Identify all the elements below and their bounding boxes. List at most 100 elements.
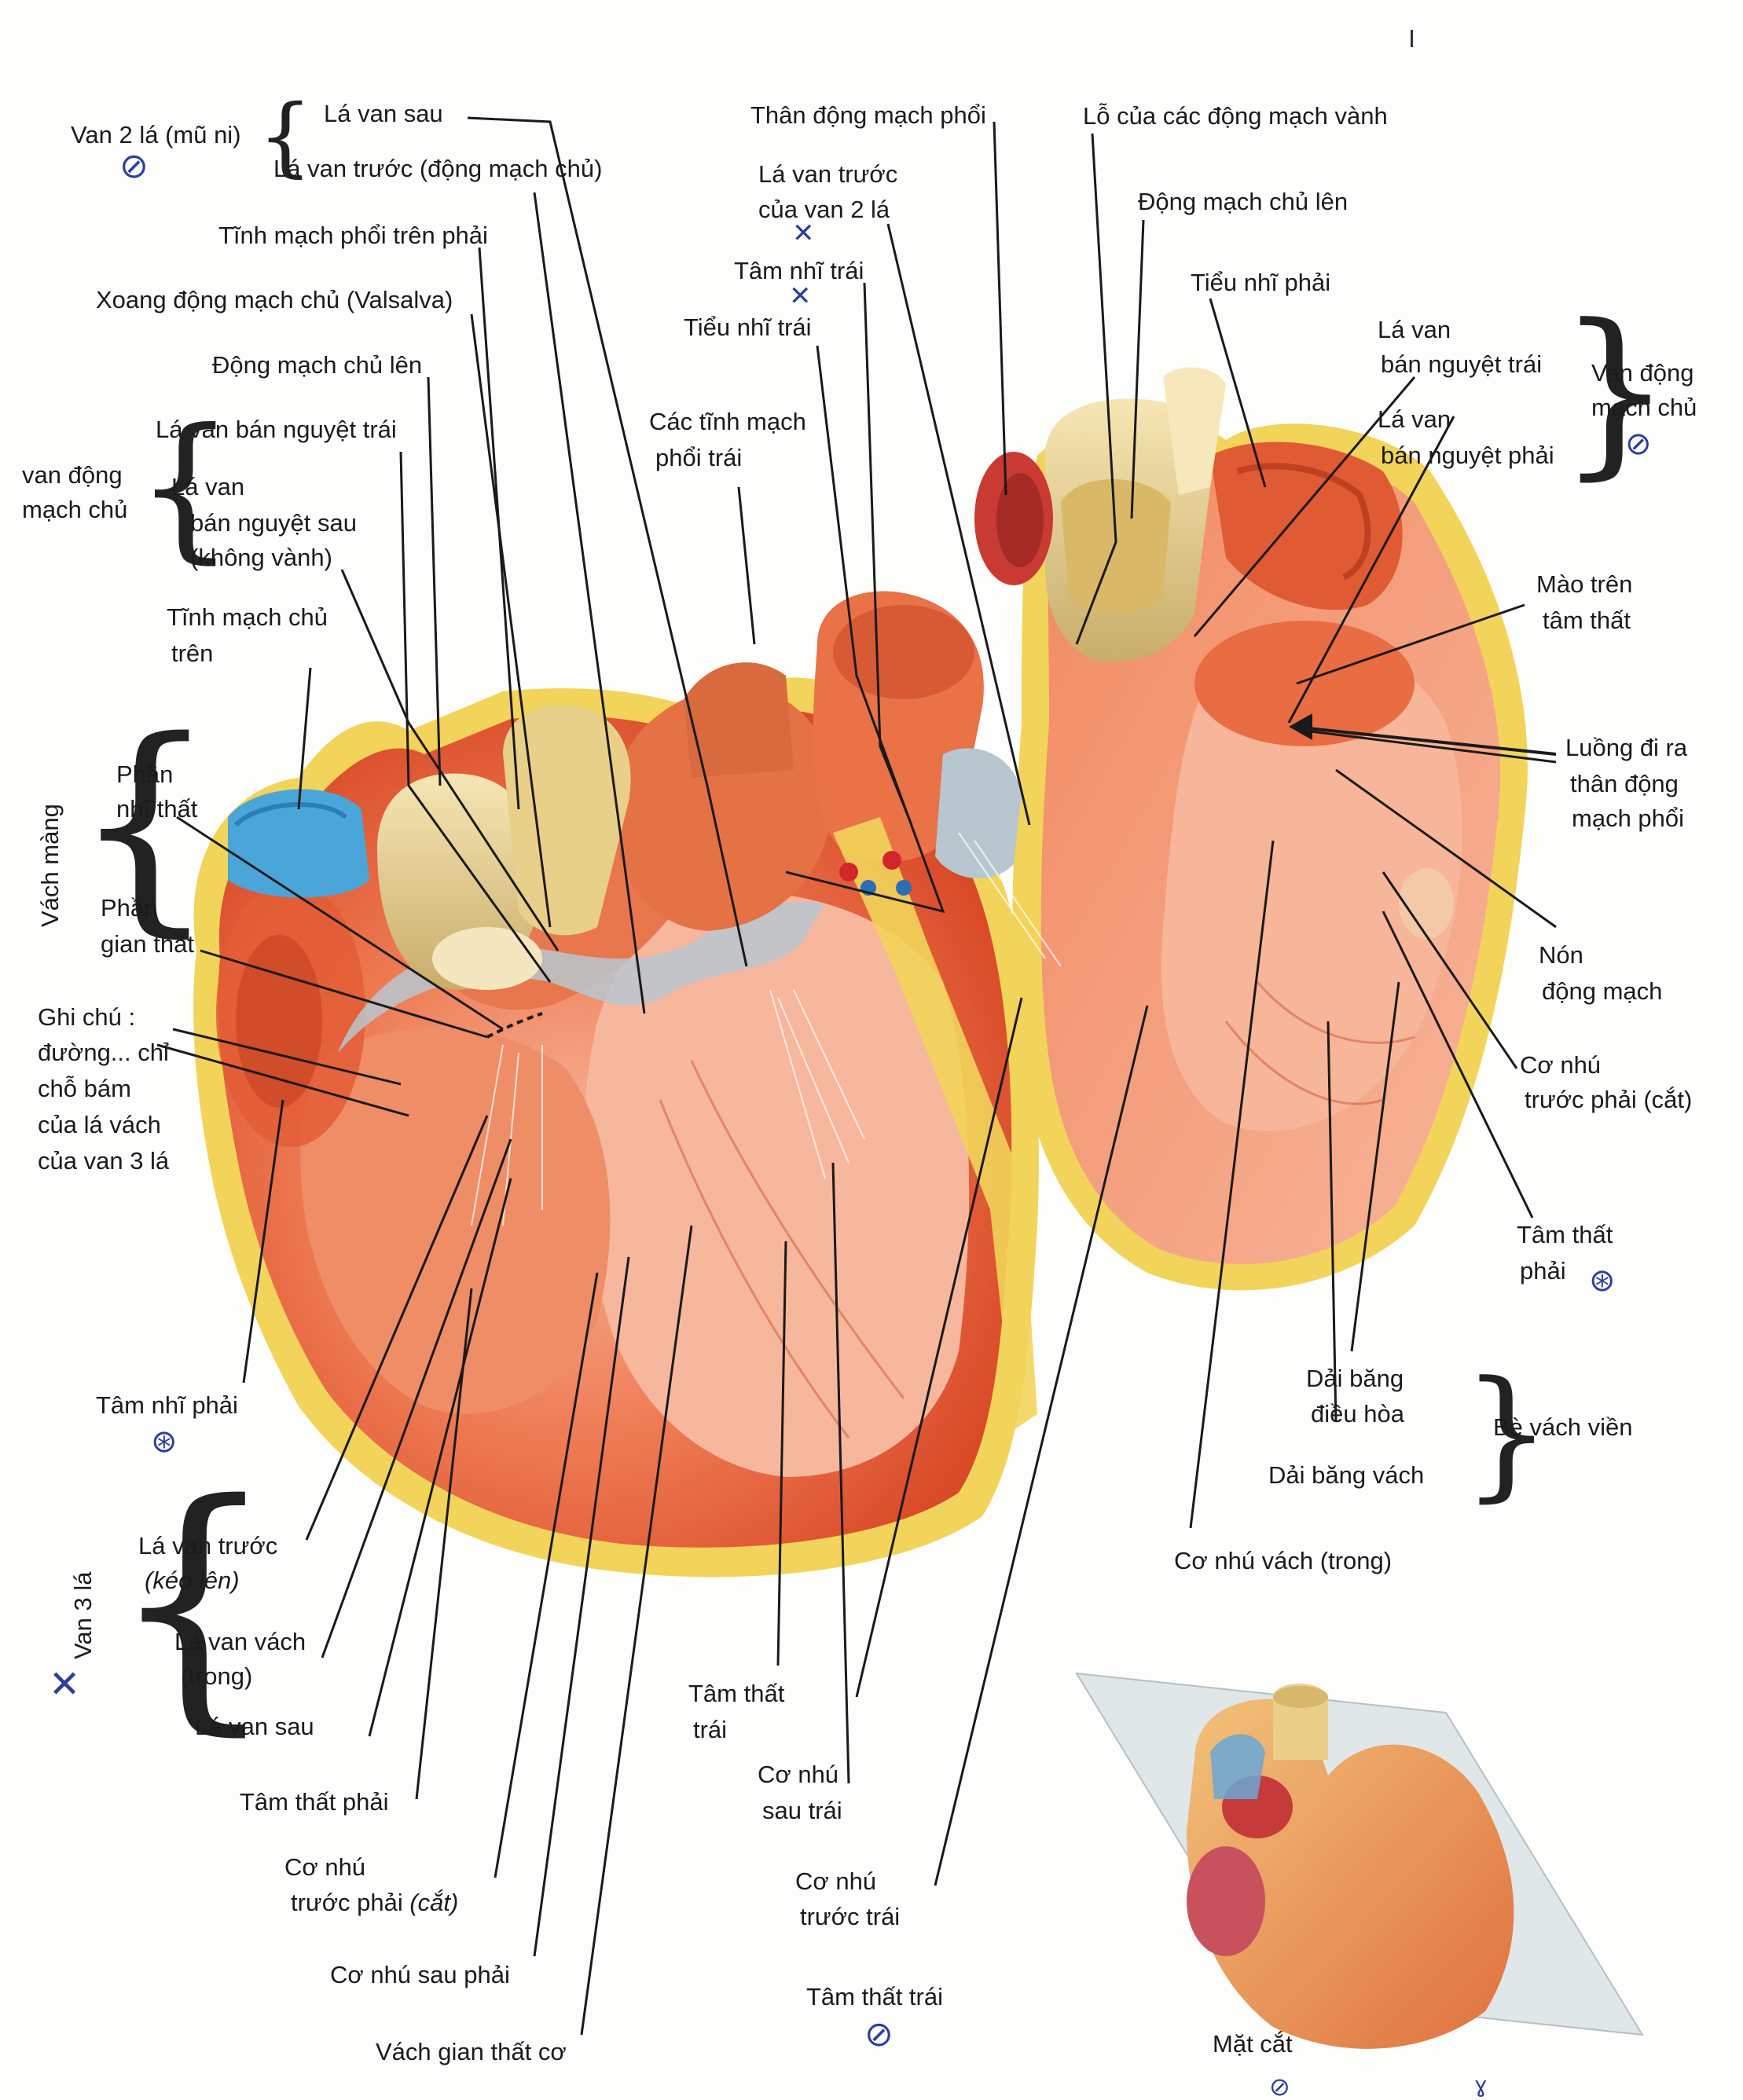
label-co-nhu-truoc-phai-2: trước phải (cắt) [291, 1889, 459, 1916]
label-tieu-nhi-phai: Tiểu nhĩ phải [1191, 269, 1331, 296]
label-phan-nhi-that-1: Phần [116, 760, 174, 788]
label-la-van-bn-phai-1: Lá van [1378, 405, 1451, 433]
label-dai-bang-dieu-hoa-1: Dải băng [1306, 1365, 1404, 1392]
section-inset [1075, 1672, 1644, 2049]
label-tam-that-trai-mid-2: trái [693, 1716, 728, 1743]
label-la-van-bn-trai-r-1: Lá van [1378, 316, 1451, 343]
pen-mark-circle-slash-icon: ⊘ [119, 146, 149, 186]
label-ghi-chu-3: chỗ bám [38, 1075, 131, 1102]
label-ghi-chu-2: đường... chỉ [38, 1039, 169, 1066]
label-co-nhu-tp-r-2: trước phải (cắt) [1525, 1086, 1693, 1113]
label-tinh-mach-phoi-tren-phai: Tĩnh mạch phổi trên phải [218, 222, 488, 249]
page-mark [1411, 30, 1413, 47]
label-non-dm-1: Nón [1539, 941, 1583, 969]
label-keo-len: (kéo lên) [145, 1567, 240, 1594]
label-tam-that-trai-mid-1: Tâm thất [688, 1680, 785, 1707]
label-co-nhu-sau-phai: Cơ nhú sau phải [330, 1961, 510, 1988]
label-la-van-bn-sau-2: bán nguyệt sau [190, 509, 358, 537]
label-la-van-truoc-van2-2: của van 2 lá [758, 196, 890, 223]
outflow-arrow-line [1292, 725, 1557, 756]
label-lo-dm-vanh: Lỗ của các động mạch vành [1083, 102, 1388, 130]
label-ghi-chu-1: Ghi chú : [38, 1003, 136, 1031]
label-co-nhu-truoc-phai-1: Cơ nhú [284, 1853, 366, 1881]
label-tam-that-phai-right-2: phải [1520, 1257, 1566, 1285]
ascending-aorta [974, 367, 1226, 662]
label-vach-gian-that-co: Vách gian thất cơ [376, 2038, 567, 2065]
label-ghi-chu-4: của lá vách [38, 1111, 161, 1138]
label-luong-di-ra-1: Luồng đi ra [1565, 734, 1688, 761]
label-van-dmc-right-1: Van động [1591, 359, 1694, 387]
outflow-arrow-head [1289, 713, 1312, 740]
label-mao-tren-1: Mào trên [1536, 570, 1633, 598]
label-la-van-vach-1: Lá van vách [174, 1628, 306, 1655]
label-cac-tm-phoi-trai-1: Các tĩnh mạch [649, 408, 806, 435]
label-cat-italic: (cắt) [409, 1889, 459, 1916]
label-co-nhu-tp-r-1: Cơ nhú [1520, 1051, 1602, 1079]
label-tmc-tren-2: trên [171, 640, 214, 667]
label-la-van-bn-sau-1: Lá van [171, 473, 245, 500]
label-la-van-truoc-dmc: Lá van trước (động mạch chủ) [273, 155, 603, 182]
label-phan-nhi-that-2: nhĩ thất [116, 795, 198, 823]
trabeculae [659, 981, 1415, 1438]
label-luong-di-ra-3: mạch phổi [1572, 804, 1685, 832]
tricuspid-septal-attachment-dashed [486, 1012, 543, 1039]
brace-van-3-la: { [108, 1447, 279, 1758]
label-la-van-bn-trai-r-2: bán nguyệt trái [1381, 350, 1543, 378]
brace-van-dmc-left: { [135, 395, 236, 578]
label-van-dmc-left-2: mạch chủ [22, 496, 128, 523]
pen-mark-circle-slash-icon: ⊘ [1625, 426, 1652, 462]
pen-mark-circle-icon: ⊛ [1589, 1263, 1616, 1299]
label-dmc-len-left: Động mạch chủ lên [212, 351, 423, 379]
label-la-van-sau-top: Lá van sau [324, 100, 443, 127]
label-luong-di-ra-2: thân động [1570, 770, 1679, 797]
label-la-van-bn-sau-3: (không vành) [190, 544, 332, 571]
label-dai-bang-vach: Dải băng vách [1268, 1461, 1425, 1489]
label-than-dm-phoi: Thân động mạch phổi [750, 101, 986, 129]
pen-mark-circle-slash-icon: ⊘ [864, 2014, 894, 2054]
label-non-dm-2: động mạch [1542, 977, 1663, 1005]
label-co-nhu-vach: Cơ nhú vách (trong) [1174, 1547, 1393, 1574]
label-dai-bang-dieu-hoa-2: điều hòa [1311, 1400, 1404, 1427]
septum-band [833, 817, 1037, 1430]
pen-mark-cross-icon: ✕ [49, 1662, 81, 1706]
label-van-dmc-right-2: mạch chủ [1591, 394, 1697, 421]
label-la-van-truoc-3: Lá van trước [138, 1532, 278, 1559]
label-cac-tm-phoi-trai-2: phổi trái [655, 444, 743, 471]
label-van-dmc-left-1: van động [22, 461, 123, 489]
label-be-vach-vien: Bè vách viền [1493, 1413, 1633, 1441]
leader-lines [156, 116, 1557, 2036]
label-la-van-bn-phai-2: bán nguyệt phải [1381, 442, 1554, 469]
label-tam-nhi-trai: Tâm nhĩ trái [734, 257, 864, 284]
pen-mark-cross-icon: ✕ [792, 218, 815, 249]
label-mat-cat: Mặt cắt [1213, 2030, 1293, 2058]
label-tam-that-phai-bottom: Tâm thất phải [240, 1788, 389, 1816]
label-xoang-dmc: Xoang động mạch chủ (Valsalva) [96, 286, 453, 313]
label-la-van-vach-2: (trong) [181, 1662, 253, 1690]
pen-mark-circle-icon: ⊛ [151, 1424, 178, 1460]
brace-van-2-la: { [258, 86, 313, 186]
label-mao-tren-2: tâm thất [1543, 607, 1631, 634]
label-co-nhu-sau-trai-2: sau trái [762, 1797, 842, 1824]
label-la-van-sau-bottom: Lá van sau [195, 1713, 314, 1740]
aortic-root-left [377, 705, 631, 990]
label-tam-that-trai-bottom: Tâm thất trái [806, 1983, 943, 2010]
label-la-van-ban-nguyet-trai: Lá van bán nguyệt trái [156, 416, 397, 443]
label-ghi-chu-5: của van 3 lá [38, 1147, 170, 1175]
pen-mark-y-icon: ɣ [1474, 2072, 1488, 2098]
label-vach-mang: Vách màng [36, 804, 64, 927]
brace-vach-mang: { [72, 692, 218, 957]
pen-mark-cross-icon: ✕ [789, 280, 812, 312]
superior-vena-cava [228, 789, 369, 898]
label-tam-nhi-phai: Tâm nhĩ phải [96, 1391, 238, 1419]
label-van-2-la: Van 2 lá (mũ ni) [71, 121, 241, 148]
label-tmc-tren-1: Tĩnh mạch chủ [167, 603, 328, 631]
label-tieu-nhi-trai: Tiểu nhĩ trái [684, 313, 812, 341]
label-van-3-la: Van 3 lá [69, 1571, 97, 1659]
label-tam-that-phai-right-1: Tâm thất [1517, 1221, 1613, 1248]
label-phan-gian-that-1: Phần [101, 894, 158, 922]
label-dmc-len-right: Động mạch chủ lên [1138, 188, 1349, 215]
label-co-nhu-truoc-trai-1: Cơ nhú [795, 1867, 877, 1895]
label-la-van-truoc-van2-1: Lá van trước [758, 160, 898, 188]
